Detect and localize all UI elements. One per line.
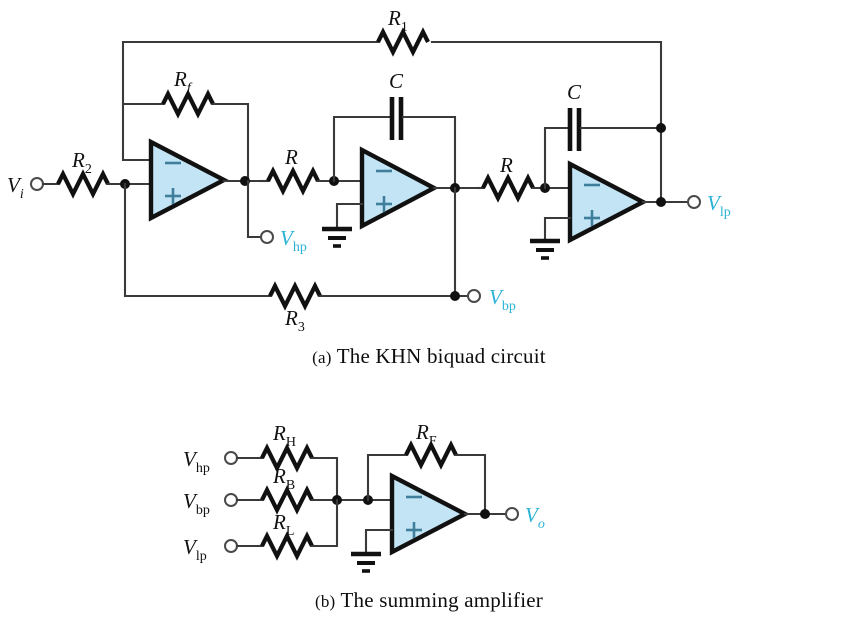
ground-symbol-a2 (322, 226, 352, 248)
resistor-r3-symbol (268, 281, 322, 311)
label-sum-vhp: Vhp (183, 447, 210, 476)
vhp-output-branch (246, 179, 274, 244)
opamp-a2-triangle (359, 146, 439, 230)
resistor-rf-symbol (161, 89, 215, 119)
ground-symbol-a4 (351, 551, 381, 573)
caption-figure-a: (a) The KHN biquad circuit (0, 344, 858, 369)
caption-b-text: The summing amplifier (340, 588, 543, 612)
label-rl: RL (272, 510, 294, 539)
label-rf-sum: RF (415, 420, 437, 449)
label-c1: C (389, 69, 404, 93)
label-vo: Vo (525, 503, 545, 532)
opamp-a4-plus-sign (406, 522, 422, 538)
summing-input-row-vlp (224, 498, 339, 561)
opamp-a1 (148, 138, 262, 222)
node-c2-output-junction (656, 123, 666, 133)
resistor-r2-symbol (56, 169, 110, 199)
label-rf: Rf (173, 67, 193, 96)
terminal-vbp[interactable] (467, 289, 481, 303)
summing-amplifier-circuit: RH RB RL RF Vhp Vbp Vlp Vo (183, 420, 545, 573)
r3-feedback-rail (123, 281, 481, 311)
rf-summing-feedback-path (366, 440, 487, 515)
terminal-vhp[interactable] (260, 230, 274, 244)
c1-feedback-path (332, 97, 457, 190)
node-a3-output (656, 197, 666, 207)
opamp-a3 (530, 160, 701, 260)
label-r3: R3 (284, 306, 305, 335)
resistor-rl-symbol (260, 531, 314, 561)
terminal-sum-vbp[interactable] (224, 493, 238, 507)
resistor-rh-symbol (260, 443, 314, 473)
label-c2: C (567, 80, 582, 104)
terminal-sum-vhp[interactable] (224, 451, 238, 465)
summing-input-row-vhp (224, 443, 339, 502)
terminal-vi[interactable] (30, 177, 44, 191)
opamp-a2-plus-sign (376, 196, 392, 212)
label-r-a: R (284, 145, 298, 169)
caption-a-index: (a) (312, 348, 332, 367)
node-vbp-junction (450, 291, 460, 301)
opamp-a4 (351, 472, 519, 573)
resistor-rf-sum-symbol (404, 440, 458, 470)
r1-feedback-path (121, 27, 663, 204)
opamp-a1-plus-sign (165, 188, 181, 204)
resistor-r-b-symbol (481, 173, 535, 203)
terminal-vo[interactable] (505, 507, 519, 521)
opamp-a1-triangle (148, 138, 229, 222)
c2-feedback-path (543, 108, 666, 190)
caption-b-index: (b) (314, 592, 336, 611)
r-first-integrator-input (258, 166, 364, 196)
resistor-r-a-symbol (266, 166, 320, 196)
rf-feedback-path (121, 89, 250, 183)
khn-biquad-circuit: R1 Rf R2 R3 R R C C Vi Vhp Vbp Vlp (7, 6, 731, 335)
resistor-r1-symbol (376, 27, 430, 57)
label-vi: Vi (7, 173, 24, 202)
label-rh: RH (272, 421, 296, 450)
label-sum-vbp: Vbp (183, 489, 210, 518)
opamp-a3-triangle (567, 160, 648, 244)
label-sum-vlp: Vlp (183, 535, 207, 564)
summing-input-row-vbp (224, 485, 394, 515)
opamp-a3-plus-sign (584, 210, 600, 226)
label-vhp: Vhp (280, 226, 307, 255)
ground-symbol-a3 (530, 238, 560, 260)
label-rb: RB (272, 464, 295, 493)
caption-figure-b: (b) The summing amplifier (0, 588, 858, 613)
label-vlp: Vlp (707, 191, 731, 220)
opamp-a2 (322, 146, 480, 298)
node-a4-output (480, 509, 490, 519)
resistor-rb-symbol (260, 485, 314, 515)
terminal-sum-vlp[interactable] (224, 539, 238, 553)
opamp-a4-triangle (389, 472, 470, 556)
r-second-integrator-input (476, 173, 572, 203)
label-r-b: R (499, 153, 513, 177)
terminal-vlp[interactable] (687, 195, 701, 209)
label-vbp: Vbp (489, 285, 516, 314)
input-vi-branch (30, 169, 152, 298)
caption-a-text: The KHN biquad circuit (336, 344, 546, 368)
label-r1: R1 (387, 6, 408, 35)
